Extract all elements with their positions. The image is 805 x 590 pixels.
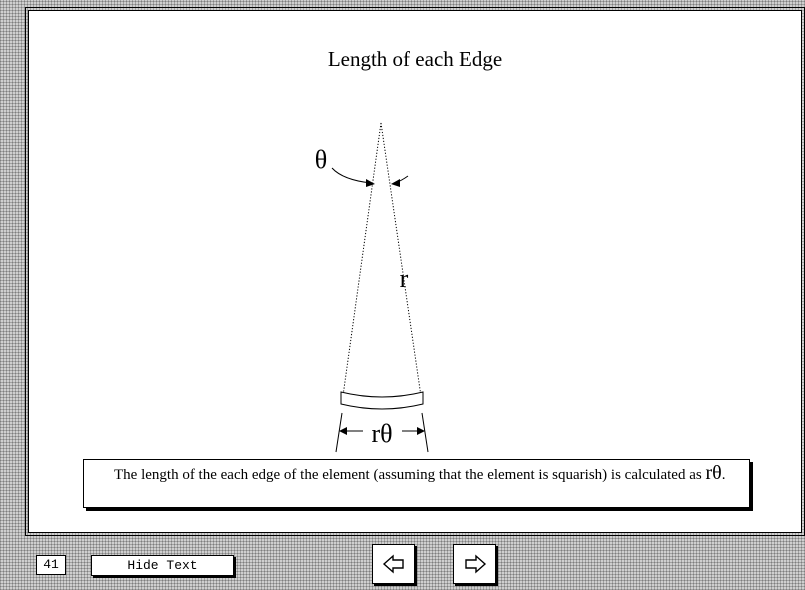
slide-title: Length of each Edge <box>327 47 503 71</box>
slide-frame: Length of each Edge rθ θ r The length of… <box>25 7 805 536</box>
extension-line-left <box>335 412 343 453</box>
right-radius-line <box>380 122 423 404</box>
caption-period: . <box>721 467 726 483</box>
theta-label: θ <box>315 145 327 174</box>
caption-box: The length of the each edge of the eleme… <box>83 459 750 508</box>
caption-formula: rθ <box>705 462 722 484</box>
dim-arrow-right <box>417 427 425 435</box>
left-arrow-icon <box>382 554 404 574</box>
left-radius-line <box>341 122 382 404</box>
theta-pointer-left <box>331 167 372 184</box>
element-band <box>340 391 424 410</box>
right-arrow-icon <box>464 554 486 574</box>
hide-text-button[interactable]: Hide Text <box>91 555 234 576</box>
extension-line-right <box>421 412 429 453</box>
arc-length-label: rθ <box>371 419 392 448</box>
radius-label: r <box>400 264 409 293</box>
arc-diagram: rθ θ r <box>315 122 429 453</box>
caption-text: The length of the each edge of the eleme… <box>114 467 706 483</box>
previous-page-button[interactable] <box>372 544 415 584</box>
page-number: 41 <box>36 555 66 575</box>
next-page-button[interactable] <box>453 544 496 584</box>
dim-arrow-left <box>339 427 347 435</box>
